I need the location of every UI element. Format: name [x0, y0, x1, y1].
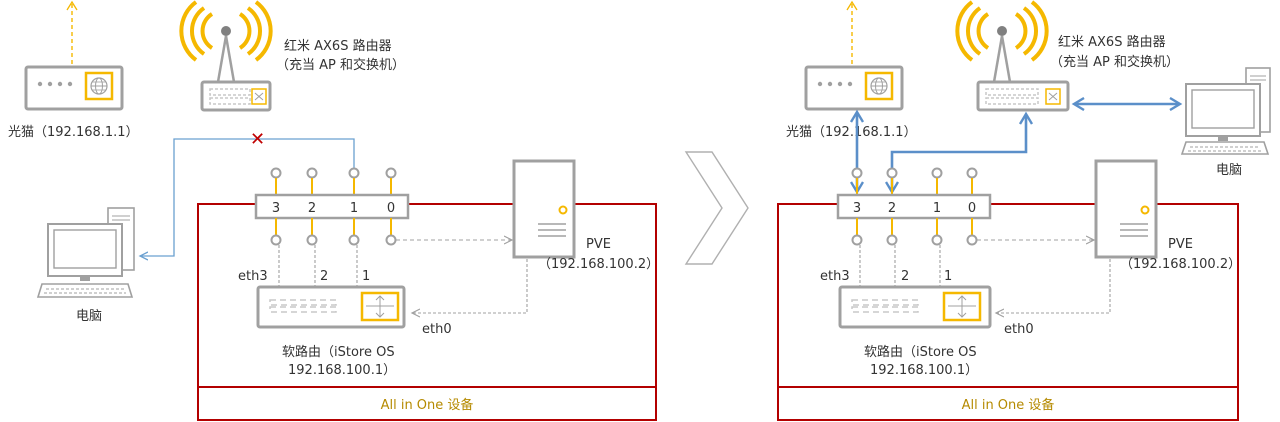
aio-box — [197, 203, 657, 421]
modem-label: 光猫（192.168.1.1） — [8, 125, 139, 140]
pc-label: 电脑 — [76, 309, 102, 324]
router-icon — [948, 295, 976, 318]
ap-router-device-r — [955, 0, 1070, 112]
modem-label-r: 光猫（192.168.1.1） — [786, 125, 917, 140]
modem-device — [24, 65, 124, 111]
port-label-2-r: 2 — [888, 201, 896, 216]
modem-uplink-arrow — [66, 0, 78, 11]
chevron-right-icon — [684, 151, 749, 265]
keyboard-icon — [36, 283, 134, 298]
eth3-label: eth3 — [238, 269, 268, 284]
port-pin-1 — [348, 167, 360, 195]
aio-box-title: All in One 设备 — [381, 397, 474, 413]
blocked-link-line — [140, 138, 355, 256]
port-pin-3 — [270, 167, 282, 195]
pc-device-r — [1180, 67, 1271, 155]
eth2-label: 2 — [320, 269, 328, 284]
server-icon — [1094, 159, 1158, 259]
wifi-icon — [179, 0, 273, 83]
port-label-1: 1 — [350, 201, 358, 216]
soft-router-label-line1-r: 软路由（iStore OS — [864, 344, 977, 360]
ap-label-line2: （充当 AP 和交换机） — [276, 57, 405, 73]
router-icon — [366, 295, 394, 318]
switch-bar: 3 2 1 0 — [254, 167, 410, 246]
port-pin-2 — [306, 167, 318, 195]
pc-device — [36, 207, 135, 298]
soft-router-device — [256, 285, 406, 329]
globe-icon — [870, 77, 888, 95]
port-label-0-r: 0 — [968, 201, 976, 216]
eth1-label: 1 — [362, 269, 370, 284]
port-label-1-r: 1 — [933, 201, 941, 216]
ap-label-line1-r: 红米 AX6S 路由器 — [1058, 34, 1166, 50]
globe-icon — [90, 77, 108, 95]
pve-label-line1: PVE — [586, 237, 611, 252]
port-pin-0 — [385, 167, 397, 195]
modem-device-r — [804, 65, 904, 111]
ap-label-line1: 红米 AX6S 路由器 — [284, 38, 392, 54]
right-panel: 光猫（192.168.1.1） 红米 AX6S 路由器 （充当 AP 和交换机） — [777, 0, 1271, 421]
left-panel: 光猫（192.168.1.1） 红米 AX6S 路由器 （充当 AP 和交换机） — [8, 0, 659, 421]
eth2-label-r: 2 — [901, 269, 909, 284]
port-label-2: 2 — [308, 201, 316, 216]
eth0-label: eth0 — [422, 322, 452, 337]
modem-uplink-arrow-r — [846, 0, 858, 11]
eth1-label-r: 1 — [944, 269, 952, 284]
eth0-link-r — [996, 254, 1111, 313]
pve-label-line1-r: PVE — [1168, 237, 1193, 252]
eth0-link — [412, 254, 528, 313]
port-label-0: 0 — [387, 201, 395, 216]
keyboard-icon — [1180, 141, 1270, 155]
server-icon — [512, 159, 576, 259]
wifi-icon — [955, 0, 1049, 83]
pve-label-line2-r: （192.168.100.2） — [1120, 257, 1241, 272]
port-label-3: 3 — [272, 201, 280, 216]
soft-router-device-r — [838, 285, 992, 329]
soft-router-label-line2-r: 192.168.100.1） — [870, 363, 978, 378]
ap-port2-link-start — [1018, 111, 1034, 125]
pc-label-r: 电脑 — [1216, 163, 1242, 178]
aio-box-title-r: All in One 设备 — [962, 397, 1055, 413]
eth0-label-r: eth0 — [1004, 322, 1034, 337]
monitor-icon — [1185, 67, 1271, 141]
switch-bar-r: 3 2 1 0 — [836, 167, 992, 246]
modem-port3-link-start — [849, 109, 865, 123]
aio-box-r — [777, 203, 1239, 421]
port-label-3-r: 3 — [853, 201, 861, 216]
soft-router-label-line2: 192.168.100.1） — [288, 363, 396, 378]
ap-router-device — [179, 0, 273, 112]
cross-icon: ✕ — [250, 129, 265, 150]
soft-router-label-line1: 软路由（iStore OS — [282, 344, 395, 360]
monitor-icon — [47, 207, 135, 281]
pve-label-line2: （192.168.100.2） — [538, 257, 659, 272]
eth3-label-r: eth3 — [820, 269, 850, 284]
ap-label-line2-r: （充当 AP 和交换机） — [1050, 54, 1179, 70]
